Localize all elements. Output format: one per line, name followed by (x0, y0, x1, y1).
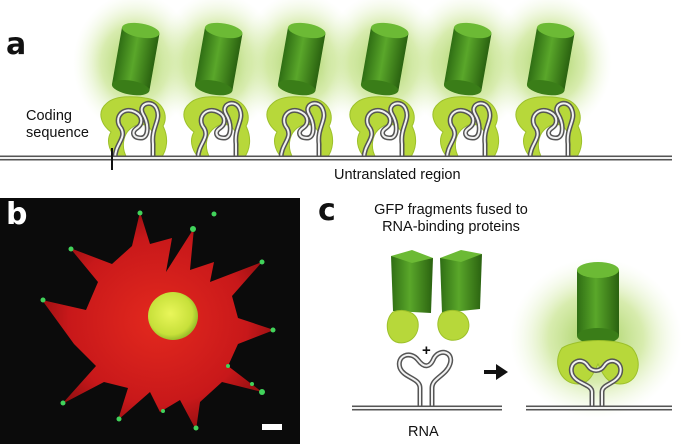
untranslated-region-label: Untranslated region (334, 167, 461, 184)
panel-letter-b: b (6, 200, 27, 230)
coding-label-line-2: sequence (26, 125, 89, 142)
scale-bar (262, 424, 282, 430)
nucleus (148, 292, 198, 340)
panel-c-caption: GFP fragments fused to RNA-binding prote… (346, 202, 556, 235)
reconstituted-gfp (510, 258, 682, 418)
rna-label: RNA (408, 424, 439, 441)
arrow-right-icon (484, 364, 508, 380)
gfp-fragment-left (387, 250, 433, 343)
panel-c-diagram (352, 250, 682, 418)
plus-sign: + (422, 342, 431, 359)
panel-b-micrograph (0, 198, 300, 444)
caption-line-2: RNA-binding proteins (346, 219, 556, 236)
rna-hairpin-left (352, 352, 502, 408)
panel-letter-a: a (6, 30, 26, 60)
panel-letter-c: c (318, 196, 336, 226)
coding-label-line-1: Coding (26, 108, 89, 125)
rna-binding-unit (488, 0, 612, 158)
coding-sequence-label: Coding sequence (26, 108, 89, 141)
gfp-fragment-right (438, 250, 482, 340)
caption-line-1: GFP fragments fused to (346, 202, 556, 219)
panel-a-diagram (0, 0, 672, 170)
